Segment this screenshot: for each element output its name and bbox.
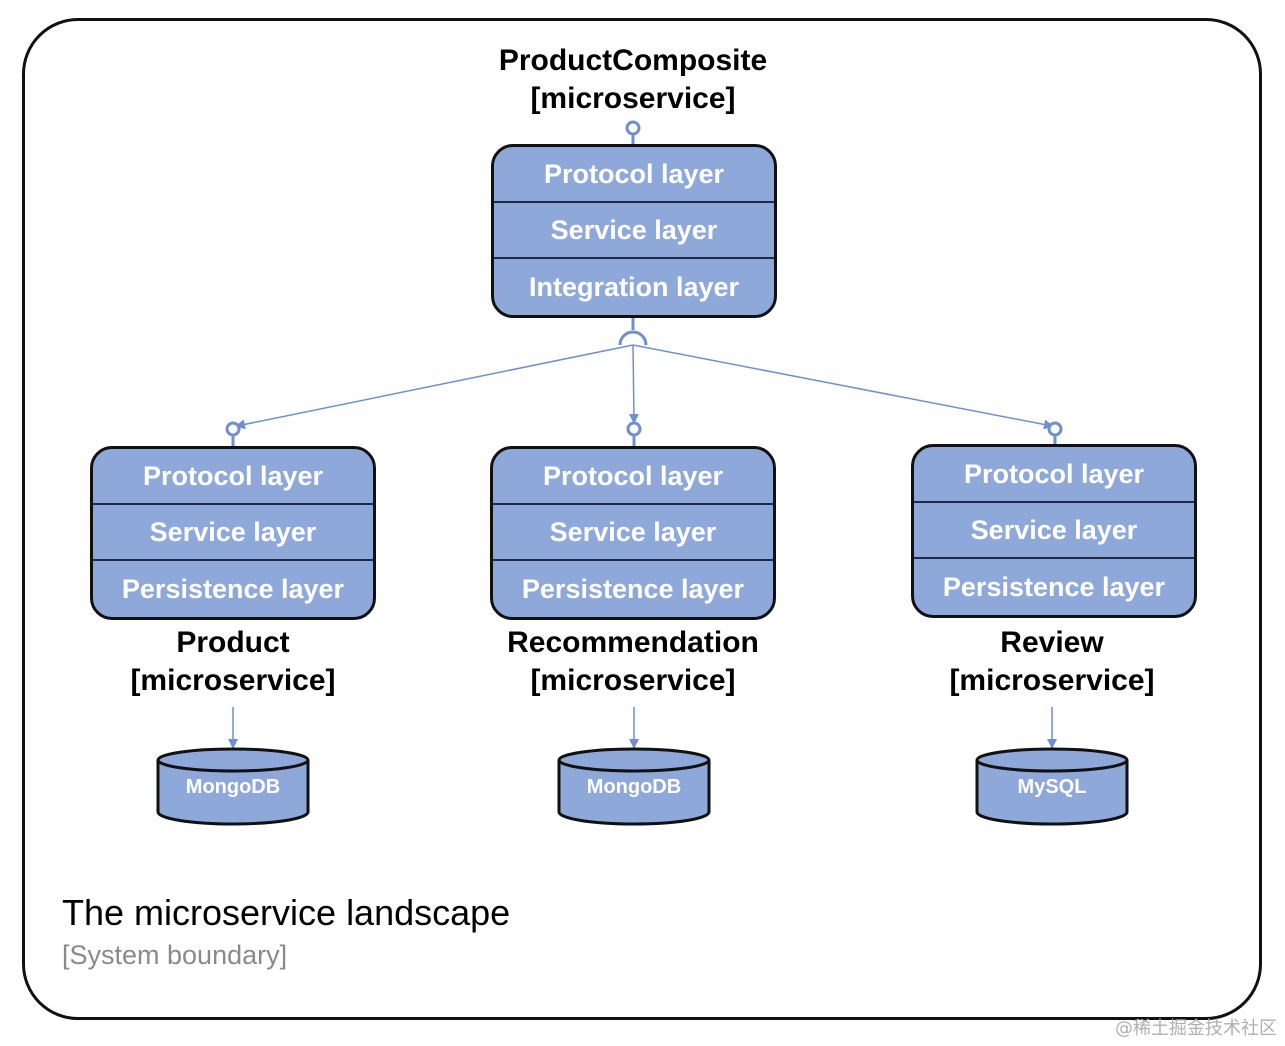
composite-box: Protocol layer Service layer Integration… bbox=[491, 144, 777, 318]
recommendation-interface-icon bbox=[626, 421, 642, 437]
product-persistence-layer: Persistence layer bbox=[121, 573, 345, 604]
review-db-label: MySQL bbox=[1017, 776, 1087, 798]
product-name: Product bbox=[176, 626, 290, 659]
product-db-label: MongoDB bbox=[185, 776, 281, 798]
composite-service-layer: Service layer bbox=[494, 203, 774, 259]
database-icon bbox=[975, 747, 1129, 826]
review-service-layer: Service layer bbox=[914, 503, 1194, 559]
composite-name: ProductComposite bbox=[498, 44, 768, 77]
database-icon bbox=[156, 747, 310, 826]
product-protocol-layer: Protocol layer bbox=[93, 449, 373, 505]
landscape-subtitle: [System boundary] bbox=[62, 940, 288, 970]
review-protocol-layer: Protocol layer bbox=[914, 447, 1194, 503]
composite-interface-icon bbox=[625, 120, 641, 136]
recommendation-stereotype: [microservice] bbox=[530, 664, 736, 697]
recommendation-service-layer: Service layer bbox=[493, 505, 773, 561]
system-boundary bbox=[22, 18, 1262, 1020]
review-db: MySQL bbox=[974, 746, 1130, 826]
product-stereotype: [microservice] bbox=[130, 664, 336, 697]
product-interface-icon bbox=[225, 421, 241, 437]
recommendation-protocol-layer: Protocol layer bbox=[493, 449, 773, 505]
review-persistence-layer: Persistence layer bbox=[942, 571, 1166, 602]
recommendation-name: Recommendation bbox=[507, 626, 759, 659]
recommendation-db: MongoDB bbox=[556, 746, 712, 826]
product-box: Protocol layer Service layer Persistence… bbox=[90, 446, 376, 620]
composite-stereotype: [microservice] bbox=[530, 82, 736, 115]
product-db: MongoDB bbox=[155, 746, 311, 826]
review-interface-icon bbox=[1047, 421, 1063, 437]
recommendation-persistence-layer: Persistence layer bbox=[521, 573, 745, 604]
arrow-to-product bbox=[235, 344, 634, 430]
review-box: Protocol layer Service layer Persistence… bbox=[911, 444, 1197, 618]
recommendation-box: Protocol layer Service layer Persistence… bbox=[490, 446, 776, 620]
review-name: Review bbox=[1000, 626, 1104, 659]
arrow-to-recommendation bbox=[628, 344, 639, 424]
review-stereotype: [microservice] bbox=[949, 664, 1155, 697]
landscape-title: The microservice landscape bbox=[62, 892, 511, 933]
watermark: @稀土掘金技术社区 bbox=[1115, 1018, 1277, 1039]
arrow-to-review bbox=[632, 344, 1054, 430]
composite-protocol-layer: Protocol layer bbox=[494, 147, 774, 203]
recommendation-db-label: MongoDB bbox=[586, 776, 682, 798]
product-service-layer: Service layer bbox=[93, 505, 373, 561]
socket-icon bbox=[618, 330, 648, 346]
database-icon bbox=[557, 747, 711, 826]
composite-integration-layer: Integration layer bbox=[528, 271, 740, 302]
